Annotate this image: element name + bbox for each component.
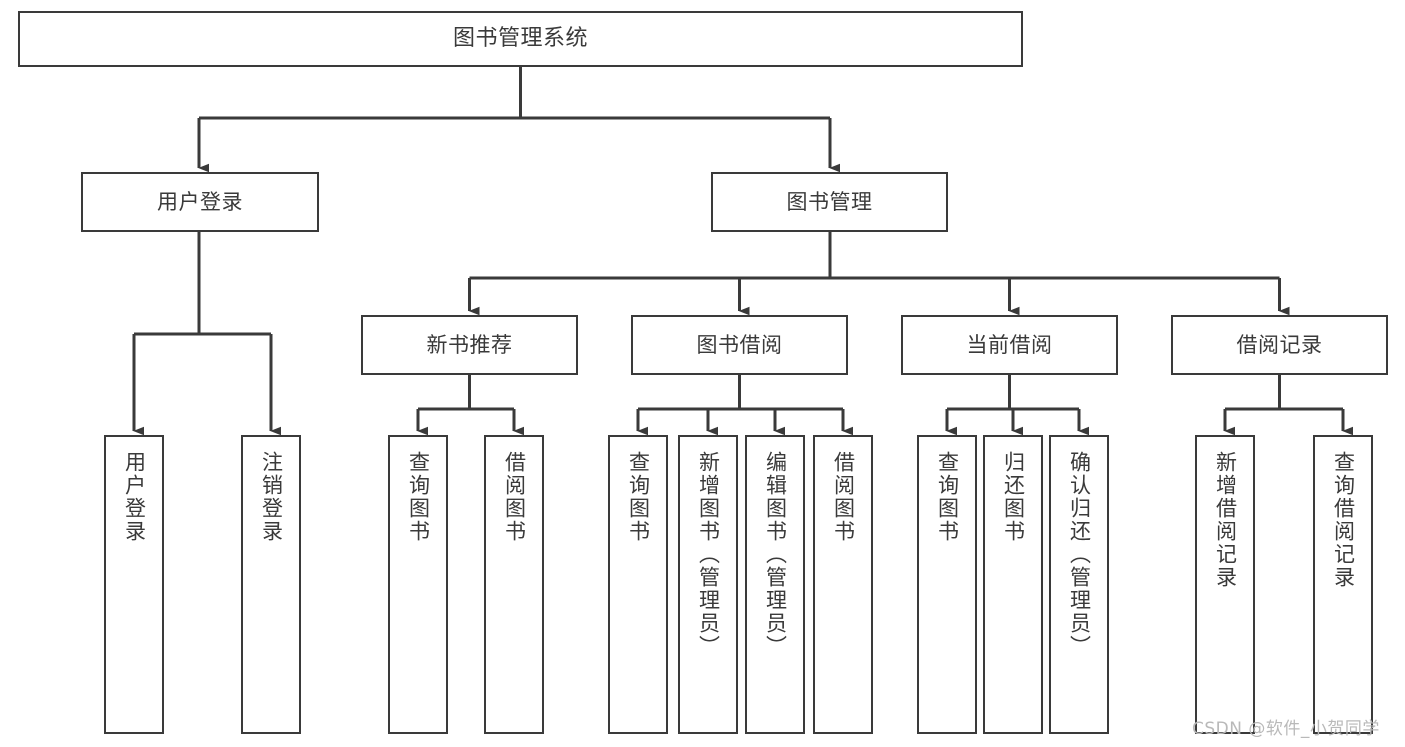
node-root-label: 图书管理系统 xyxy=(452,26,588,52)
node-leaf-query-book-2-label: 查询图书 xyxy=(626,451,651,543)
node-leaf-query-book-1[interactable]: 查询图书 xyxy=(388,435,448,734)
node-leaf-confirm-return-label: 确认归还（管理员） xyxy=(1067,451,1092,658)
node-leaf-query-record[interactable]: 查询借阅记录 xyxy=(1313,435,1373,734)
node-leaf-add-book-label: 新增图书（管理员） xyxy=(696,451,721,658)
node-book-borrow-label: 图书借阅 xyxy=(696,332,783,357)
node-leaf-borrow-book-2-label: 借阅图书 xyxy=(831,451,856,543)
csdn-watermark: CSDN @软件_小贺同学 xyxy=(1192,719,1380,739)
node-leaf-borrow-book-2[interactable]: 借阅图书 xyxy=(813,435,873,734)
node-leaf-return-book[interactable]: 归还图书 xyxy=(983,435,1043,734)
node-new-book-recommend[interactable]: 新书推荐 xyxy=(361,315,578,375)
node-current-borrow[interactable]: 当前借阅 xyxy=(901,315,1118,375)
node-leaf-query-book-3[interactable]: 查询图书 xyxy=(917,435,977,734)
node-leaf-user-login-label: 用户登录 xyxy=(122,451,147,543)
node-user-login[interactable]: 用户登录 xyxy=(81,172,319,232)
node-book-borrow[interactable]: 图书借阅 xyxy=(631,315,848,375)
node-leaf-add-record-label: 新增借阅记录 xyxy=(1213,451,1238,589)
node-leaf-add-record[interactable]: 新增借阅记录 xyxy=(1195,435,1255,734)
node-leaf-confirm-return[interactable]: 确认归还（管理员） xyxy=(1049,435,1109,734)
node-leaf-edit-book-label: 编辑图书（管理员） xyxy=(763,451,788,658)
node-book-manage[interactable]: 图书管理 xyxy=(711,172,948,232)
node-user-login-label: 用户登录 xyxy=(157,189,243,214)
node-leaf-add-book[interactable]: 新增图书（管理员） xyxy=(678,435,738,734)
node-leaf-user-logout-label: 注销登录 xyxy=(259,451,284,543)
node-book-manage-label: 图书管理 xyxy=(786,189,873,214)
node-leaf-query-record-label: 查询借阅记录 xyxy=(1331,451,1356,589)
node-leaf-query-book-1-label: 查询图书 xyxy=(406,451,431,543)
node-leaf-query-book-3-label: 查询图书 xyxy=(935,451,960,543)
node-leaf-return-book-label: 归还图书 xyxy=(1001,451,1026,543)
node-borrow-record[interactable]: 借阅记录 xyxy=(1171,315,1388,375)
node-leaf-user-login[interactable]: 用户登录 xyxy=(104,435,164,734)
node-leaf-query-book-2[interactable]: 查询图书 xyxy=(608,435,668,734)
node-leaf-user-logout[interactable]: 注销登录 xyxy=(241,435,301,734)
node-leaf-edit-book[interactable]: 编辑图书（管理员） xyxy=(745,435,805,734)
node-borrow-record-label: 借阅记录 xyxy=(1236,332,1323,357)
node-leaf-borrow-book-1-label: 借阅图书 xyxy=(502,451,527,543)
node-leaf-borrow-book-1[interactable]: 借阅图书 xyxy=(484,435,544,734)
node-current-borrow-label: 当前借阅 xyxy=(966,332,1053,357)
node-root[interactable]: 图书管理系统 xyxy=(18,11,1023,67)
node-new-book-recommend-label: 新书推荐 xyxy=(426,332,513,357)
